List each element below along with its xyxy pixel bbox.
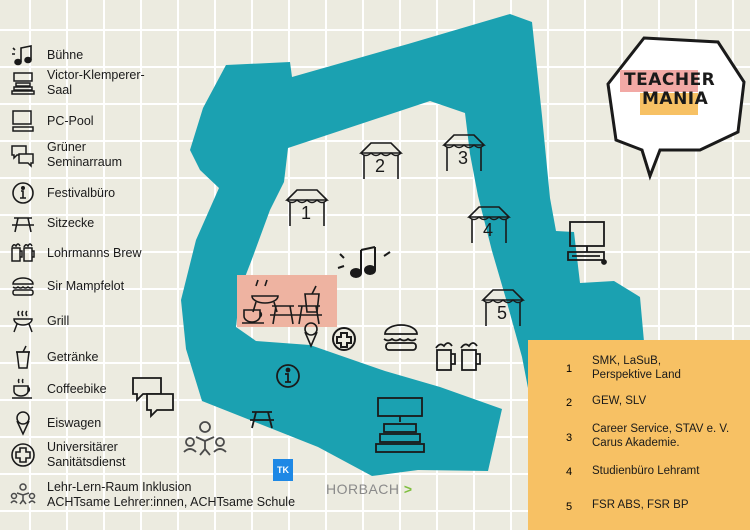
tent-legend-label: Career Service, STAV e. V. Carus Akademi… xyxy=(592,423,730,449)
picnic-table-map-icon-1[interactable] xyxy=(270,305,296,325)
stage-music-icon xyxy=(8,40,38,70)
tent-2-number: 2 xyxy=(375,156,386,176)
beer-mugs-map-icon[interactable] xyxy=(435,342,481,371)
tent-legend-5-number: 5 xyxy=(566,501,573,513)
horbach-logo: HORBACH > xyxy=(326,481,413,497)
medical-cross-map-icon[interactable] xyxy=(332,327,356,351)
legend-item-sanitaetsdienst: Universitärer Sanitätsdienst xyxy=(8,440,126,470)
food-zone xyxy=(237,275,337,327)
legend-item-getraenke: Getränke xyxy=(8,342,98,372)
tent-legend-label: FSR ABS, FSR BP xyxy=(592,499,689,511)
legend-item-pc-pool: PC-Pool xyxy=(8,106,94,136)
tent-legend-label: Studienbüro Lehramt xyxy=(592,465,700,477)
tent-legend-2-number: 2 xyxy=(566,397,573,409)
legend-label: Sitzecke xyxy=(47,215,95,230)
chat-bubbles-map-icon[interactable] xyxy=(132,377,174,419)
legend-item-gruener-seminarraum: Grüner Seminarraum xyxy=(8,140,122,170)
burger-icon xyxy=(8,271,38,301)
stage-music-icon[interactable] xyxy=(337,246,391,278)
grill-icon xyxy=(8,306,38,336)
tent-legend-label: GEW, SLV xyxy=(592,395,647,407)
tent-legend-1-number: 1 xyxy=(566,363,573,375)
computer-icon xyxy=(8,106,38,136)
legend-label: Eiswagen xyxy=(47,415,102,430)
legend-label: Lohrmanns Brew xyxy=(47,245,142,260)
beer-mugs-icon xyxy=(8,238,38,268)
horbach-logo-mark: > xyxy=(403,481,413,497)
legend-label: Victor-Klemperer- Saal xyxy=(47,68,145,97)
legend-label: Bühne xyxy=(47,47,84,62)
tent-legend-label: SMK, LaSuB, Perspektive Land xyxy=(592,355,681,381)
legend-label: Getränke xyxy=(47,349,99,364)
legend-item-festivalbuero: Festivalbüro xyxy=(8,178,115,208)
legend-label: Sir Mampfelot xyxy=(47,278,125,293)
tent-legend-2: GEW, SLV xyxy=(558,394,646,408)
legend-label: Grill xyxy=(47,313,70,328)
lecture-hall-icon xyxy=(8,68,38,98)
tent-legend-4-number: 4 xyxy=(566,466,573,478)
tent-legend-3: Career Service, STAV e. V. Carus Akademi… xyxy=(558,422,729,450)
people-group-icon xyxy=(8,480,38,510)
logo-line-1: TEACHER xyxy=(624,70,716,90)
tent-legend-4: Studienbüro Lehramt xyxy=(558,464,699,478)
drink-cup-icon xyxy=(8,342,38,372)
chat-bubbles-icon xyxy=(8,140,38,170)
info-map-icon[interactable] xyxy=(276,364,300,388)
medical-cross-icon xyxy=(8,440,38,470)
picnic-table-map-icon-2[interactable] xyxy=(296,305,322,325)
tent-3-number: 3 xyxy=(458,148,469,168)
tk-logo: TK xyxy=(273,459,293,481)
tent-5-number: 5 xyxy=(497,303,508,323)
people-group-map-icon[interactable] xyxy=(183,421,227,456)
legend-label: Coffeebike xyxy=(47,381,107,396)
coffee-cup-icon xyxy=(8,374,38,404)
legend-label: Universitärer Sanitätsdienst xyxy=(47,440,126,469)
legend-item-grill: Grill xyxy=(8,306,69,336)
tent-info-box: SMK, LaSuB, Perspektive Land GEW, SLV Ca… xyxy=(528,340,750,530)
legend-item-lehr-lern-raum: Lehr-Lern-Raum Inklusion ACHTsame Lehrer… xyxy=(8,480,295,510)
pc-pool-computer-icon[interactable] xyxy=(567,221,607,265)
legend-item-coffeebike: Coffeebike xyxy=(8,374,107,404)
legend-label: Grüner Seminarraum xyxy=(47,140,123,169)
legend-item-buehne: Bühne xyxy=(8,40,83,70)
tk-logo-text: TK xyxy=(277,465,289,475)
legend-item-victor-klemperer-saal: Victor-Klemperer- Saal xyxy=(8,68,145,98)
tent-legend-3-number: 3 xyxy=(566,432,573,444)
tent-legend-5: FSR ABS, FSR BP xyxy=(558,498,689,512)
legend-label: Lehr-Lern-Raum Inklusion ACHTsame Lehrer… xyxy=(47,480,296,509)
legend-item-lohrmanns-brew: Lohrmanns Brew xyxy=(8,238,142,268)
teachermania-logo-text: TEACHER MANIA xyxy=(620,71,715,109)
legend-item-sir-mampfelot: Sir Mampfelot xyxy=(8,271,124,301)
burger-map-icon[interactable] xyxy=(383,324,418,351)
horbach-logo-text: HORBACH xyxy=(326,481,400,497)
logo-line-2: MANIA xyxy=(642,89,709,109)
info-icon xyxy=(8,178,38,208)
picnic-table-map-icon-3[interactable] xyxy=(250,411,274,429)
lecture-hall-map-icon[interactable] xyxy=(375,397,425,453)
legend-label: Festivalbüro xyxy=(47,185,116,200)
ice-cream-map-icon[interactable] xyxy=(304,322,318,349)
tent-1-number: 1 xyxy=(301,203,312,223)
teachermania-logo xyxy=(606,36,746,181)
legend-item-sitzecke: Sitzecke xyxy=(8,208,94,238)
legend-item-eiswagen: Eiswagen xyxy=(8,408,101,438)
ice-cream-icon xyxy=(8,408,38,438)
legend-label: PC-Pool xyxy=(47,113,94,128)
tent-4-number: 4 xyxy=(483,220,494,240)
picnic-table-icon xyxy=(8,208,38,238)
tent-legend-1: SMK, LaSuB, Perspektive Land xyxy=(558,354,681,382)
coffee-cup-map-icon[interactable] xyxy=(242,309,264,324)
